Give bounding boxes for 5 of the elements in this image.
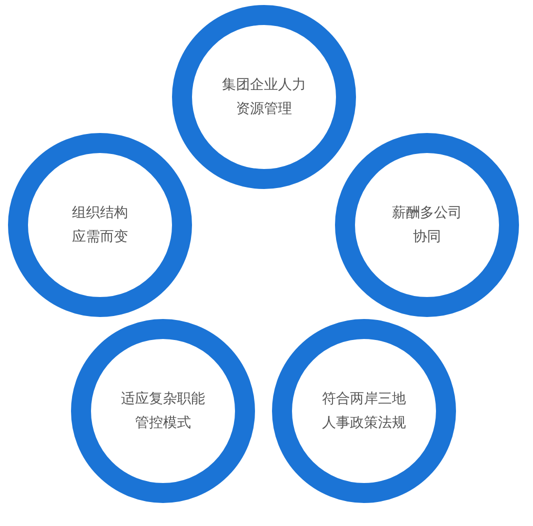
circle-label: 薪酬多公司协同: [391, 204, 463, 247]
circle-label: 符合两岸三地人事政策法规: [321, 390, 407, 433]
circle-label: 集团企业人力资源管理: [221, 76, 307, 119]
circle-label: 适应复杂职能管控模式: [120, 390, 206, 433]
circle-label: 组织结构应需而变: [71, 204, 129, 247]
